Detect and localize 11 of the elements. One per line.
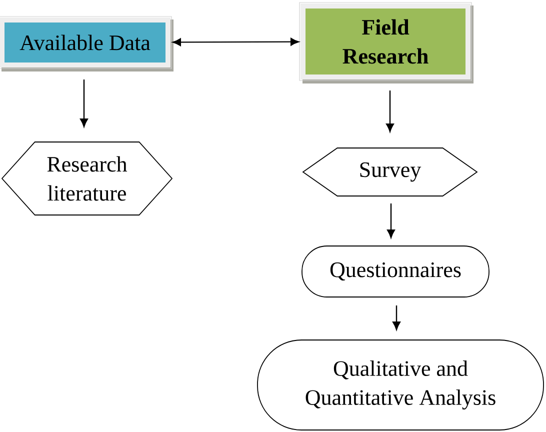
arrow (386, 90, 394, 132)
arrow (80, 80, 88, 128)
arrow (392, 305, 400, 330)
process-box: Available Data (0, 16, 174, 72)
process-box: Field Research (299, 2, 474, 84)
arrow (387, 203, 395, 238)
rounded-box: Qualitative and Quantitative Analysis (257, 340, 544, 430)
hexagon-box: Survey (302, 148, 478, 196)
hexagon-box: Research literature (1, 142, 173, 216)
double-arrow (172, 38, 300, 46)
rounded-box: Questionnaires (302, 246, 490, 298)
